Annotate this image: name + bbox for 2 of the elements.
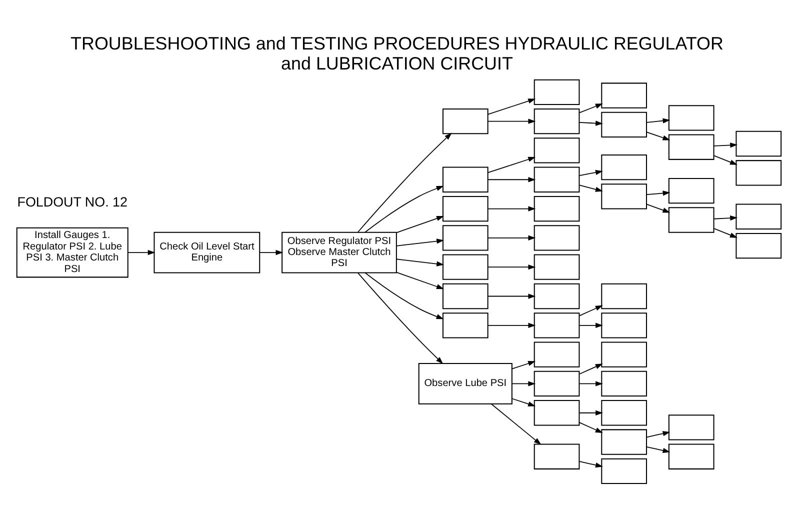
diagram-title: TROUBLESHOOTING and TESTING PROCEDURES HYDRAULIC REGULATOR and LUBRICATION CIRCUIT xyxy=(70,32,724,74)
label: FOLDOUT NO. 12 xyxy=(17,194,128,210)
